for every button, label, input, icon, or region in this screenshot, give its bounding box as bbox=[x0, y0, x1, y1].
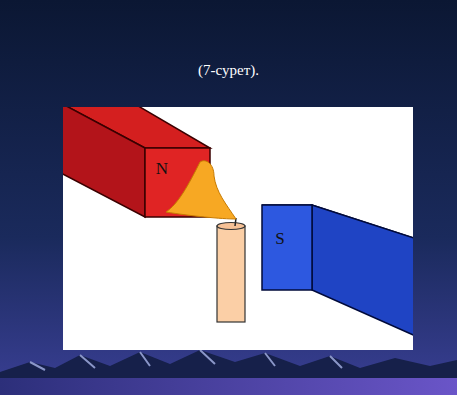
magnet-front-face bbox=[262, 205, 312, 290]
candle bbox=[217, 226, 245, 322]
bottom-band bbox=[0, 378, 457, 395]
magnet-pole: S bbox=[268, 230, 292, 254]
candle-flame bbox=[166, 161, 236, 219]
magnet-pole: N bbox=[150, 160, 174, 184]
mountain-silhouette bbox=[0, 350, 457, 395]
mountain-snow bbox=[30, 350, 342, 370]
pole-letter: N bbox=[156, 160, 168, 177]
pole-letter: S bbox=[275, 230, 284, 247]
slide-title: (7-сурет). bbox=[0, 62, 457, 79]
magnet-side-face bbox=[312, 205, 413, 338]
magnet-side-face bbox=[63, 107, 145, 217]
candle-top bbox=[217, 223, 245, 230]
